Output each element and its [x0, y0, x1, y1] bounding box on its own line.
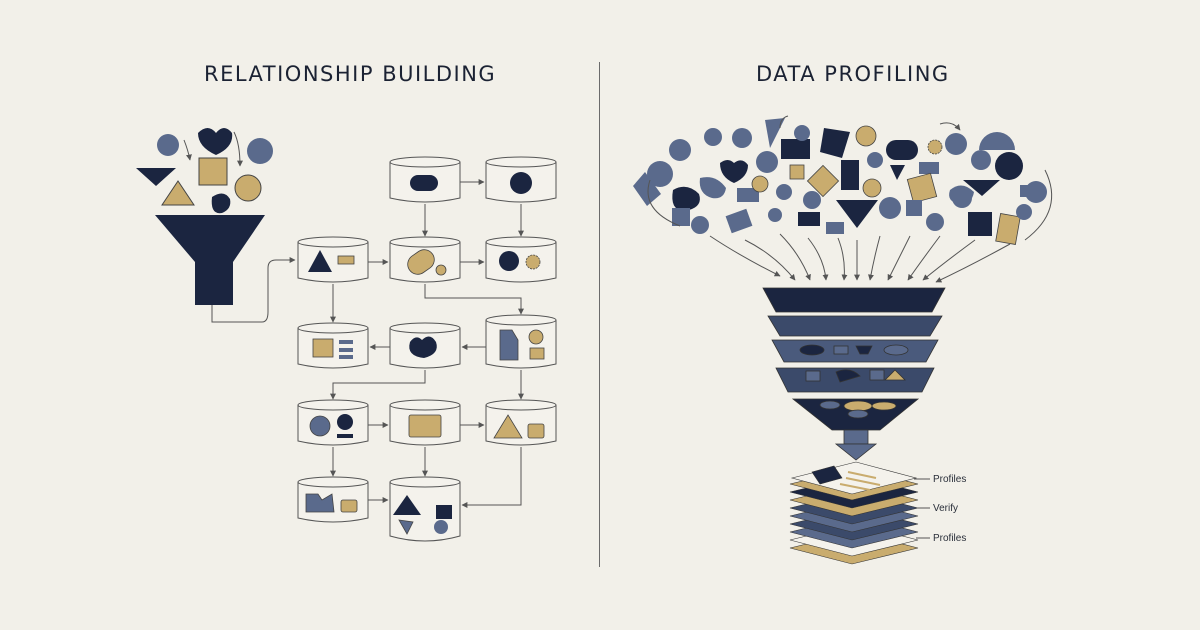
left-panel-title: RELATIONSHIP BUILDING [204, 62, 497, 86]
left-funnel [155, 215, 265, 305]
process-node [485, 236, 557, 283]
stack-leader-lines [914, 478, 930, 539]
panel-divider [599, 62, 600, 567]
right-panel-title: DATA PROFILING [756, 62, 950, 86]
process-node [485, 314, 557, 369]
process-node [297, 399, 369, 446]
stack-label-profiles-bottom: Profiles [933, 533, 966, 544]
process-node [389, 322, 461, 369]
cloud-arrows [647, 115, 1053, 283]
process-node [297, 236, 369, 283]
profile-stack [789, 461, 919, 565]
data-cloud [633, 118, 1047, 245]
process-node-contents [305, 172, 545, 535]
stack-label-verify: Verify [933, 503, 958, 514]
left-falling-shapes [136, 128, 273, 214]
filter-layers [762, 287, 946, 461]
process-arrows [330, 179, 524, 508]
funnel-connector [211, 257, 296, 323]
stack-label-profiles-top: Profiles [933, 474, 966, 485]
